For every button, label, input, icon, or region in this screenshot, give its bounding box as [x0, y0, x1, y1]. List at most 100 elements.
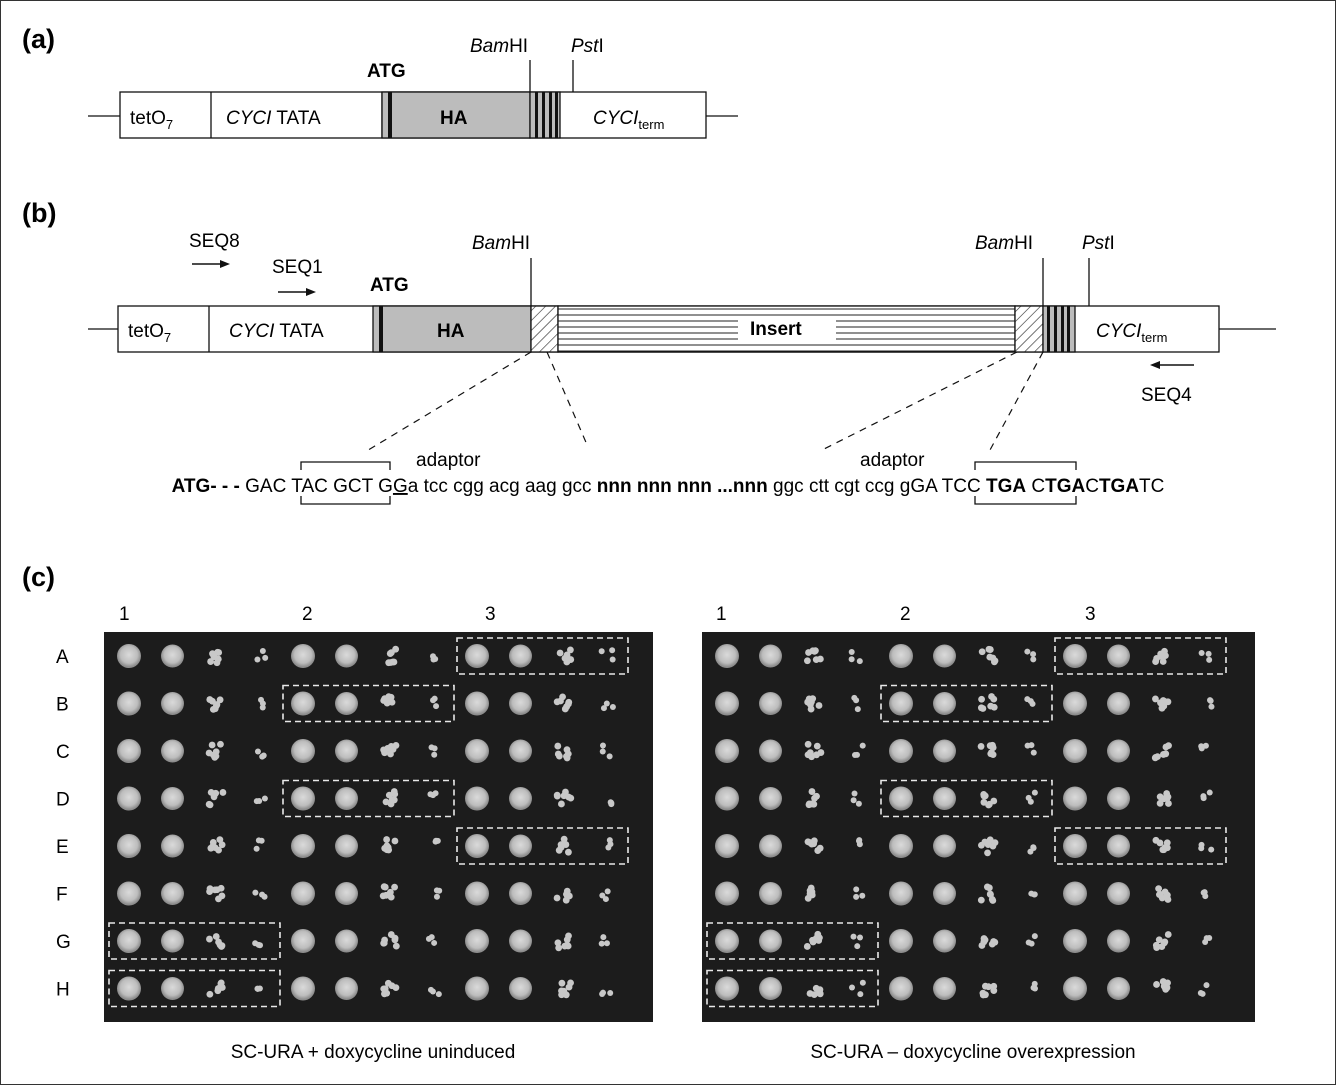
panel-c-label: (c) — [22, 562, 55, 592]
spot-G1-1 — [117, 929, 141, 953]
colony-B2-4 — [430, 697, 437, 704]
colony-G2-4 — [1031, 933, 1038, 940]
sequence-segment: C — [1085, 476, 1099, 497]
colony-A3-4 — [609, 647, 616, 654]
colony-D1-4 — [261, 795, 268, 802]
spot-H1-2 — [161, 977, 184, 1000]
spot-A2-2 — [335, 644, 358, 668]
colony-H1-3 — [217, 980, 225, 988]
spot-C2-1 — [889, 739, 913, 763]
colony-F2-3 — [985, 884, 993, 892]
column-number-1: 1 — [119, 604, 130, 625]
spot-G3-1 — [1063, 929, 1087, 953]
spot-E2-1 — [889, 834, 913, 858]
colony-F2-4 — [1031, 891, 1038, 898]
spot-F2-1 — [889, 881, 913, 906]
spot-A2-2 — [933, 644, 956, 668]
colony-E3-4 — [1208, 846, 1215, 853]
spot-G1-2 — [161, 929, 184, 953]
colony-E3-3 — [1163, 844, 1171, 852]
spot-F1-1 — [715, 881, 739, 906]
spot-D2-1 — [291, 786, 315, 811]
colony-A2-3 — [978, 648, 986, 656]
construct-b — [88, 305, 1276, 353]
colony-G3-3 — [1164, 931, 1172, 938]
colony-C3-3 — [1154, 753, 1161, 761]
colony-H1-4 — [857, 991, 864, 998]
spot-H2-1 — [291, 976, 315, 1001]
colony-A3-3 — [1162, 652, 1169, 659]
colony-A3-3 — [1159, 658, 1167, 665]
spot-B3-2 — [509, 692, 532, 715]
colony-C3-3 — [554, 750, 562, 758]
tet-label-b: tetO7 — [128, 321, 171, 345]
colony-A1-4 — [259, 647, 266, 654]
colony-G1-3 — [206, 935, 213, 943]
colony-F1-3 — [206, 888, 214, 896]
row-label-H: H — [56, 980, 70, 1001]
colony-E3-4 — [605, 844, 612, 851]
spot-B2-2 — [335, 692, 358, 715]
spot-B1-2 — [759, 692, 782, 715]
colony-H1-4 — [256, 985, 263, 992]
column-number-3: 3 — [485, 604, 496, 625]
seq4-arrow — [1150, 361, 1194, 369]
colony-H1-3 — [810, 991, 818, 999]
colony-F1-3 — [806, 887, 814, 895]
colony-B3-3 — [565, 698, 573, 706]
spot-C1-1 — [117, 739, 141, 763]
colony-D2-3 — [385, 791, 393, 799]
colony-D1-4 — [850, 797, 857, 804]
colony-A3-4 — [1205, 650, 1212, 657]
colony-C3-4 — [599, 748, 606, 755]
spot-G1-1 — [715, 929, 739, 953]
highlight-box — [880, 684, 1053, 723]
colony-G3-4 — [600, 934, 607, 941]
cyc-term-label-a: CYCIterm — [593, 108, 664, 132]
cyc-term-label-b: CYCIterm — [1096, 321, 1167, 345]
row-label-E: E — [56, 837, 69, 858]
colony-H2-4 — [435, 991, 442, 998]
spot-B1-1 — [715, 691, 739, 716]
colony-D2-3 — [391, 790, 399, 798]
spot-F1-2 — [759, 882, 782, 905]
spot-E2-2 — [933, 834, 956, 858]
colony-C3-3 — [563, 746, 571, 754]
spot-B2-2 — [933, 692, 956, 715]
colony-G3-3 — [555, 944, 563, 952]
colony-D3-3 — [558, 800, 565, 808]
spot-D1-1 — [117, 786, 141, 811]
colony-D1-3 — [808, 788, 816, 795]
colony-E3-3 — [1163, 839, 1171, 847]
panel-a-bamhi: BamHI — [470, 36, 528, 57]
adaptor-label-left: adaptor — [416, 450, 481, 471]
spot-G3-2 — [509, 929, 532, 953]
colony-A1-3 — [803, 657, 811, 665]
colony-F3-3 — [1155, 885, 1163, 892]
spot-E1-1 — [117, 834, 141, 858]
colony-C2-4 — [431, 745, 438, 752]
colony-A2-3 — [986, 653, 994, 661]
colony-H1-3 — [206, 990, 214, 998]
colony-F1-4 — [261, 893, 268, 900]
insert-label: Insert — [750, 319, 802, 340]
spot-D1-1 — [715, 786, 739, 811]
sequence-segment: G — [393, 476, 408, 497]
seq4-label: SEQ4 — [1141, 385, 1192, 406]
spot-F1-2 — [161, 882, 184, 905]
colony-G1-4 — [854, 943, 861, 950]
colony-B3-4 — [600, 705, 607, 712]
spot-D3-1 — [1063, 786, 1087, 811]
colony-C1-3 — [804, 740, 812, 748]
colony-G3-4 — [1203, 935, 1210, 942]
colony-E2-4 — [1030, 844, 1037, 851]
spot-D3-2 — [1107, 787, 1130, 810]
highlight-box — [108, 969, 281, 1008]
colony-D2-4 — [1025, 794, 1032, 801]
colony-H2-4 — [1030, 984, 1037, 991]
seq1-arrow — [278, 288, 316, 296]
colony-C1-3 — [804, 751, 812, 759]
panel-a-label: (a) — [22, 24, 55, 54]
colony-D1-4 — [855, 800, 862, 807]
